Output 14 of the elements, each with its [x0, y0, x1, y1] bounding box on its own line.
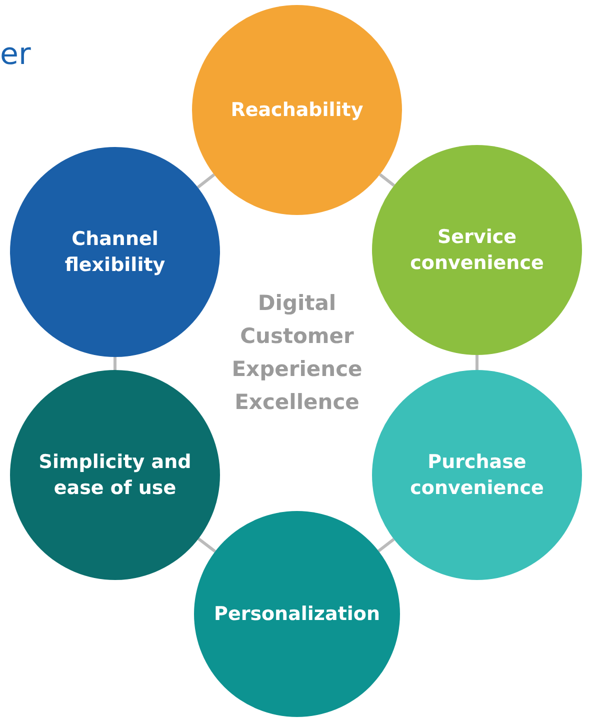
circle-label: Simplicity and ease of use [38, 450, 192, 501]
connector-line [378, 173, 396, 187]
circle-label: Service convenience [409, 225, 545, 276]
connector-line [114, 357, 116, 370]
circle-label: Channel flexibility [64, 227, 166, 278]
title: er [0, 40, 31, 70]
connector-line [378, 538, 395, 552]
connector-line [198, 538, 216, 553]
connector-line [476, 355, 478, 370]
center-heading: Digital Customer Experience Excellence [230, 290, 364, 416]
circle-label: Personalization [214, 602, 380, 627]
connector-line [196, 173, 216, 189]
circle-label: Reachability [230, 98, 364, 123]
circle-label: Purchase convenience [409, 450, 545, 501]
